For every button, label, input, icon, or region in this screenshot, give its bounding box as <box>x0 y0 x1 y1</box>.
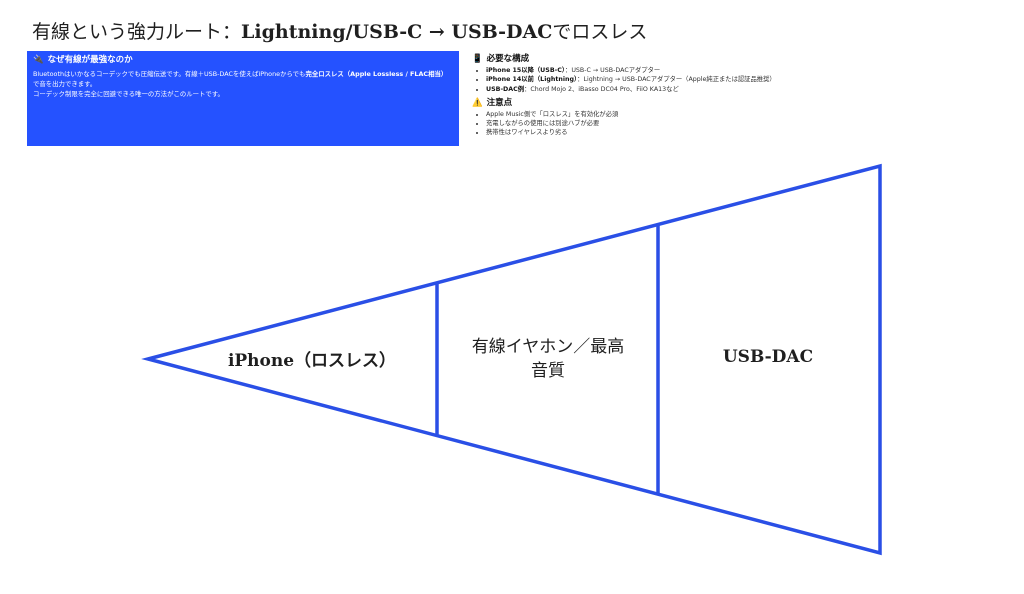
notes-heading: ⚠️注意点 <box>472 97 852 109</box>
why-wired-line2: コーデック制限を完全に回避できる唯一の方法がこのルートです。 <box>33 90 224 98</box>
requirement-label: iPhone 15以降（USB-C） <box>486 67 566 74</box>
title-prefix: 有線という強力ルート： <box>32 21 242 43</box>
segment-label-earphone-line1: 有線イヤホン／最高 <box>472 337 625 357</box>
why-wired-panel: 🔌なぜ有線が最強なのか Bluetoothはいかなるコーデックでも圧縮伝送です。… <box>27 51 459 146</box>
why-wired-line1: Bluetoothはいかなるコーデックでも圧縮伝送です。有線＋USB-DACを使… <box>33 69 453 89</box>
requirements-heading: 📱必要な構成 <box>472 53 852 65</box>
warning-icon: ⚠️ <box>472 97 483 108</box>
phone-icon: 📱 <box>472 54 483 64</box>
why-line1-part1: Bluetoothはいかなるコーデックでも圧縮伝送です。有線＋USB-DACを使… <box>33 70 306 78</box>
title-latin: Lightning/USB-C → USB-DAC <box>241 21 553 43</box>
info-column: 📱必要な構成 iPhone 15以降（USB-C）：USB-C → USB-DA… <box>472 53 852 141</box>
requirement-text: ：USB-C → USB-DACアダプター <box>565 67 661 74</box>
why-wired-body: Bluetoothはいかなるコーデックでも圧縮伝送です。有線＋USB-DACを使… <box>33 69 453 99</box>
list-item: USB-DAC例：Chord Mojo 2、iBasso DC04 Pro、Fi… <box>486 85 852 94</box>
requirement-label: USB-DAC例 <box>486 85 525 93</box>
list-item: 充電しながらの使用には別途ハブが必要 <box>486 119 852 128</box>
plug-icon: 🔌 <box>33 55 44 65</box>
title-suffix: でロスレス <box>552 21 648 43</box>
segment-label-earphone-line2: 音質 <box>531 361 565 381</box>
requirement-text: ：Chord Mojo 2、iBasso DC04 Pro、FiiO KA13な… <box>524 85 679 93</box>
why-line1-bold: 完全ロスレス（Apple Lossless / FLAC相当） <box>305 70 448 78</box>
list-item: iPhone 14以前（Lightning）：Lightning → USB-D… <box>486 75 852 84</box>
segment-label-iphone: iPhone（ロスレス） <box>228 350 396 371</box>
why-wired-heading: 🔌なぜ有線が最強なのか <box>33 54 453 67</box>
list-item: 携帯性はワイヤレスより劣る <box>486 128 852 137</box>
notes-list: Apple Music側で「ロスレス」を有効化が必須 充電しながらの使用には別途… <box>472 110 852 138</box>
requirements-heading-text: 必要な構成 <box>486 54 530 64</box>
requirement-text: ：Lightning → USB-DACアダプター（Apple純正または認証品推… <box>577 76 776 84</box>
why-line1-part2: で音を出力できます。 <box>33 80 97 88</box>
requirements-list: iPhone 15以降（USB-C）：USB-C → USB-DACアダプター … <box>472 66 852 94</box>
funnel-outline <box>141 163 882 556</box>
segment-label-usb-dac: USB-DAC <box>723 347 813 367</box>
list-item: iPhone 15以降（USB-C）：USB-C → USB-DACアダプター <box>486 66 852 75</box>
notes-heading-text: 注意点 <box>486 97 513 108</box>
list-item: Apple Music側で「ロスレス」を有効化が必須 <box>486 110 852 119</box>
why-wired-heading-text: なぜ有線が最強なのか <box>47 55 133 65</box>
requirement-label: iPhone 14以前（Lightning） <box>486 76 578 84</box>
page-title: 有線という強力ルート：Lightning/USB-C → USB-DACでロスレ… <box>32 18 647 46</box>
